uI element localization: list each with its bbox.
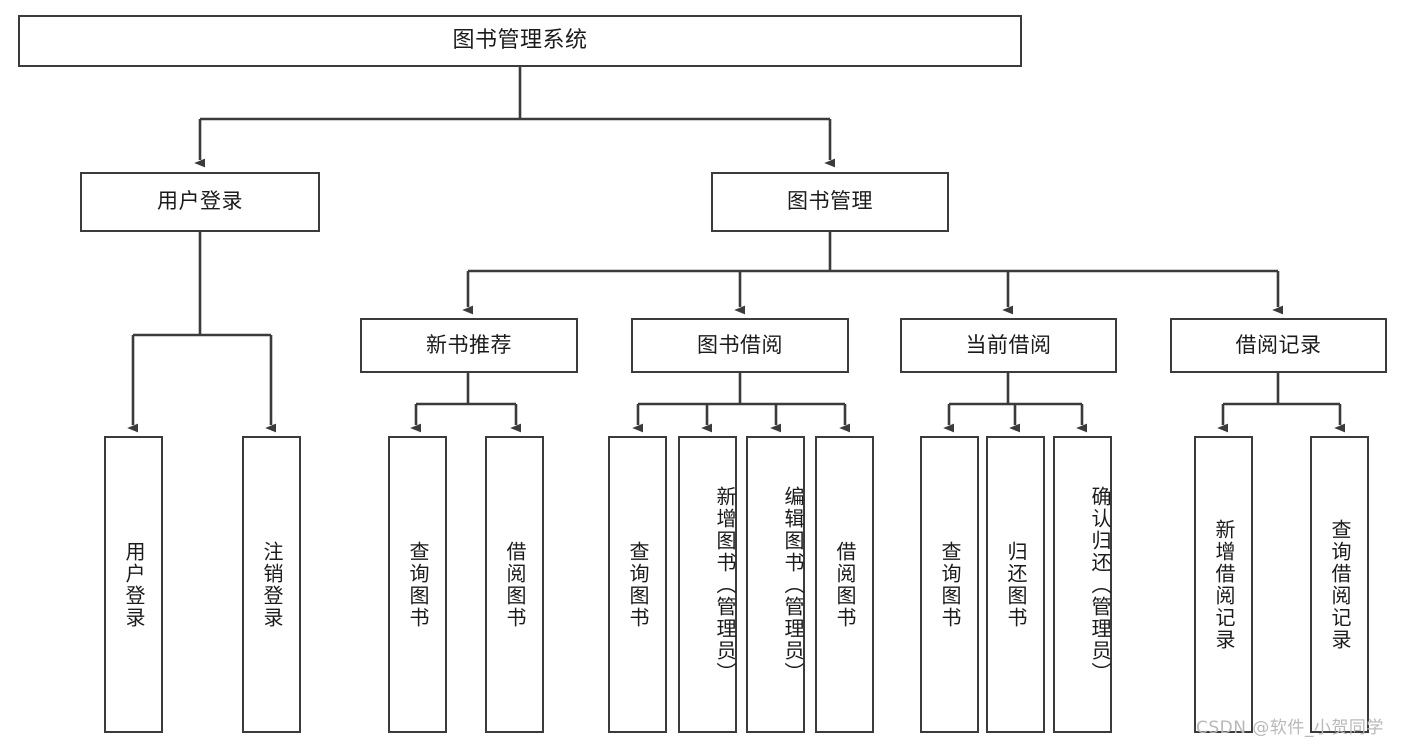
node-label: 新增图书（管理员） <box>713 485 737 684</box>
leaf-user-login-signin[interactable]: 用户登录 <box>104 436 163 733</box>
node-new-book-recommend[interactable]: 新书推荐 <box>360 318 578 373</box>
node-label: 借阅记录 <box>1235 332 1322 357</box>
node-label: 查询借阅记录 <box>1328 518 1352 651</box>
node-label: 新增借阅记录 <box>1212 518 1236 651</box>
leaf-recommend-borrow-book[interactable]: 借阅图书 <box>485 436 544 733</box>
leaf-record-add-borrow-record[interactable]: 新增借阅记录 <box>1194 436 1253 733</box>
node-label: 用户登录 <box>122 540 146 629</box>
leaf-user-login-signout[interactable]: 注销登录 <box>242 436 301 733</box>
leaf-record-query-borrow-record[interactable]: 查询借阅记录 <box>1310 436 1369 733</box>
node-label: 图书借阅 <box>697 332 783 357</box>
node-root-system[interactable]: 图书管理系统 <box>18 15 1022 67</box>
node-label: 用户登录 <box>157 189 243 214</box>
leaf-borrow-add-book-admin[interactable]: 新增图书（管理员） <box>678 436 737 733</box>
node-label: 归还图书 <box>1004 540 1028 629</box>
leaf-current-return-book[interactable]: 归还图书 <box>986 436 1045 733</box>
leaf-borrow-borrow-book[interactable]: 借阅图书 <box>815 436 874 733</box>
node-label: 当前借阅 <box>965 332 1052 357</box>
node-label: 注销登录 <box>260 540 284 629</box>
leaf-borrow-query-book[interactable]: 查询图书 <box>608 436 667 733</box>
node-borrow-record[interactable]: 借阅记录 <box>1170 318 1387 373</box>
node-label: 图书管理 <box>787 189 873 214</box>
node-user-login[interactable]: 用户登录 <box>80 172 320 232</box>
node-label: 查询图书 <box>406 540 430 629</box>
leaf-borrow-edit-book-admin[interactable]: 编辑图书（管理员） <box>746 436 805 733</box>
node-label: 查询图书 <box>938 540 962 629</box>
leaf-current-query-book[interactable]: 查询图书 <box>920 436 979 733</box>
csdn-watermark: CSDN @软件_小贺同学 <box>1196 713 1384 738</box>
node-label: 借阅图书 <box>833 540 857 629</box>
leaf-recommend-query-book[interactable]: 查询图书 <box>388 436 447 733</box>
node-current-borrow[interactable]: 当前借阅 <box>900 318 1117 373</box>
node-label: 新书推荐 <box>426 332 512 357</box>
node-label: 查询图书 <box>626 540 650 629</box>
node-book-borrow[interactable]: 图书借阅 <box>631 318 849 373</box>
node-label: 确认归还（管理员） <box>1088 485 1112 684</box>
node-book-management[interactable]: 图书管理 <box>711 172 949 232</box>
node-label: 图书管理系统 <box>452 27 588 53</box>
watermark-text: CSDN @软件_小贺同学 <box>1196 718 1384 738</box>
node-label: 借阅图书 <box>503 540 527 629</box>
leaf-current-confirm-return-admin[interactable]: 确认归还（管理员） <box>1053 436 1112 733</box>
node-label: 编辑图书（管理员） <box>781 485 805 684</box>
